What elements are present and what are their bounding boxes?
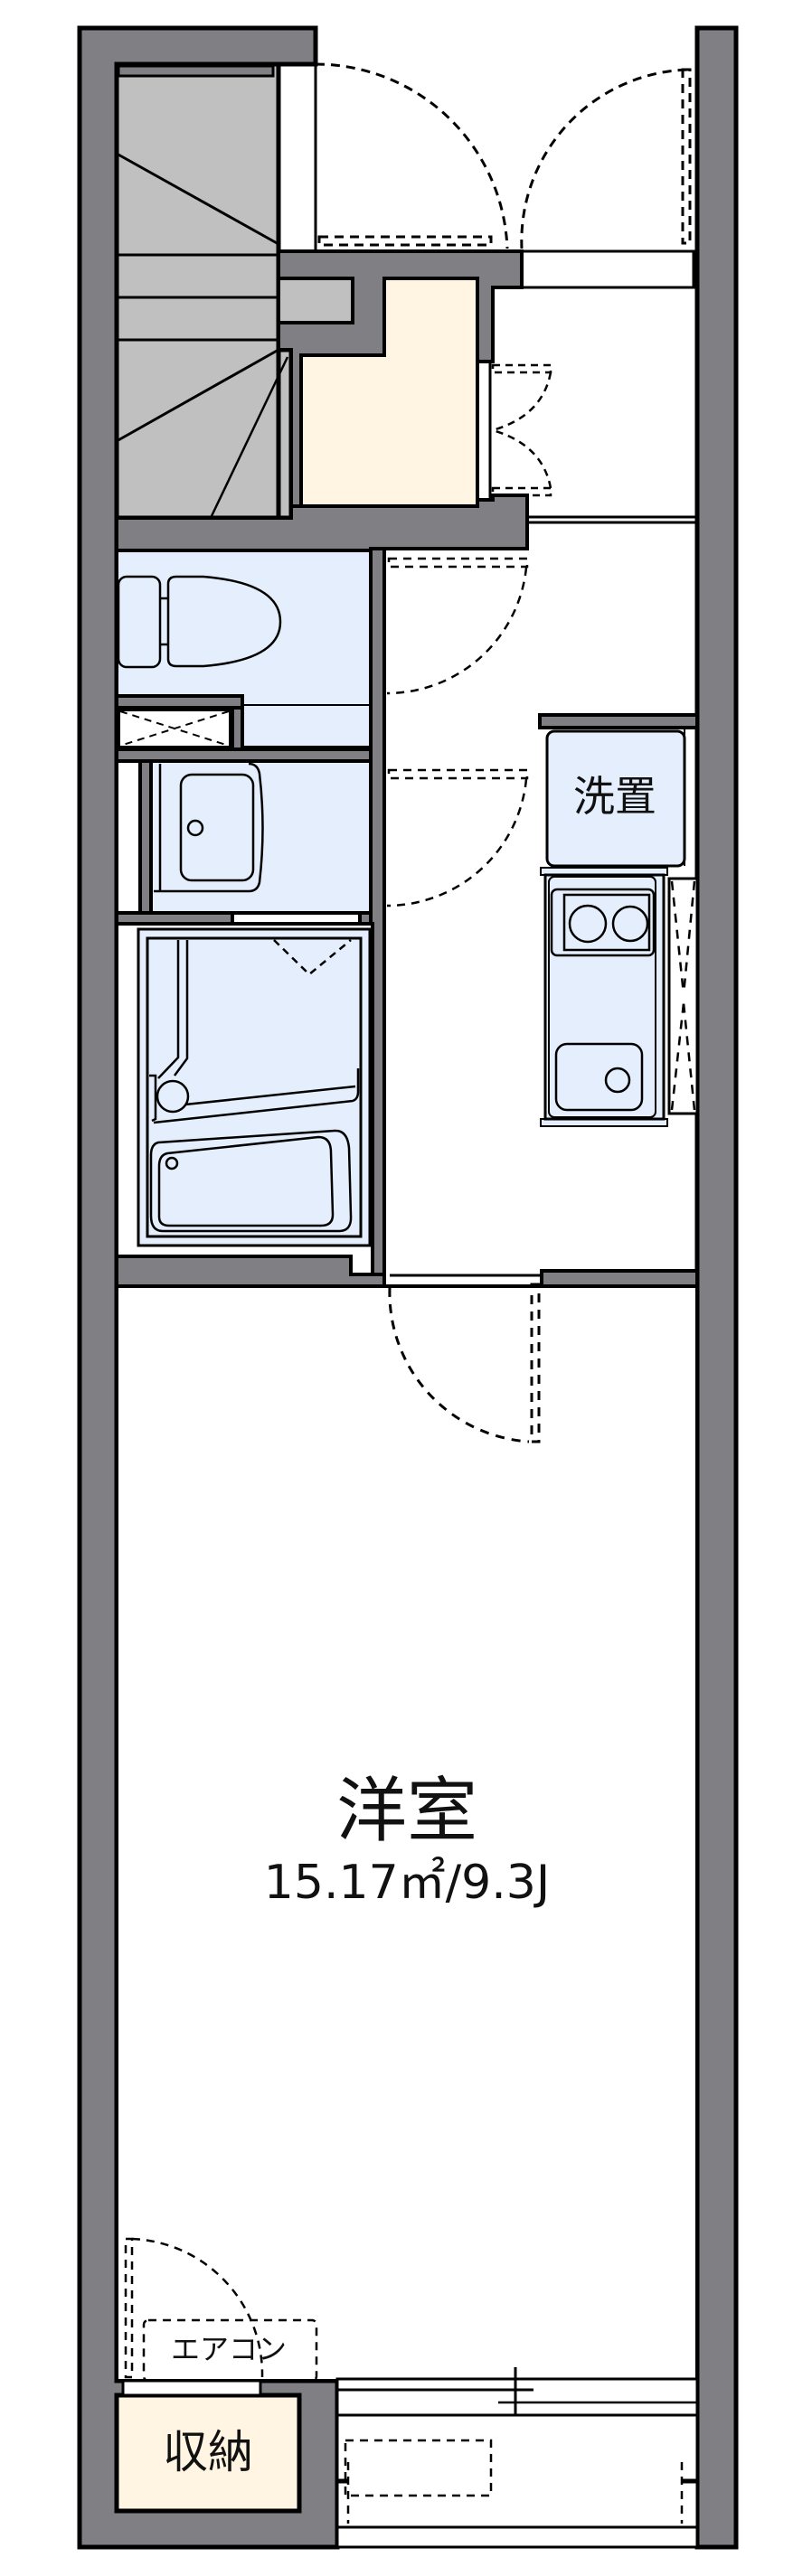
laundry-space: 洗置 bbox=[545, 728, 686, 868]
air-conditioner: エアコン bbox=[142, 2318, 318, 2383]
storage-label: 収納 bbox=[163, 2426, 253, 2478]
entry-door[interactable] bbox=[520, 68, 692, 249]
pipe-shaft bbox=[117, 708, 232, 749]
window bbox=[335, 2367, 699, 2426]
bathroom bbox=[115, 922, 374, 1276]
bathtub-icon bbox=[149, 940, 360, 1233]
refrigerator-space bbox=[667, 877, 699, 1115]
front-door[interactable] bbox=[315, 62, 509, 249]
laundry-label: 洗置 bbox=[573, 772, 656, 821]
western-room: 洋室 15.17㎡/9.3J bbox=[115, 1283, 699, 2383]
room-area: 15.17㎡/9.3J bbox=[264, 1856, 550, 1910]
toilet-icon bbox=[117, 575, 282, 669]
room-door[interactable] bbox=[388, 1283, 541, 1443]
outer-walls bbox=[77, 25, 739, 2550]
bath-drain-mark bbox=[273, 939, 352, 976]
stairs bbox=[114, 61, 294, 521]
closet bbox=[299, 277, 552, 508]
washbasin-icon bbox=[154, 762, 264, 893]
toilet-door[interactable] bbox=[386, 557, 529, 695]
storage: 収納 bbox=[114, 2237, 302, 2514]
room-name: 洋室 bbox=[336, 1771, 477, 1852]
washroom bbox=[115, 759, 529, 926]
right-wall bbox=[694, 25, 739, 2550]
toilet-room bbox=[115, 549, 529, 749]
storage-door[interactable] bbox=[124, 2237, 264, 2379]
kitchen bbox=[540, 867, 699, 1127]
entrance bbox=[277, 62, 697, 289]
stove-icon bbox=[550, 888, 656, 957]
outdoor-unit bbox=[344, 2439, 684, 2524]
ac-label: エアコン bbox=[171, 2332, 287, 2366]
balcony bbox=[335, 2413, 699, 2549]
closet-door[interactable] bbox=[491, 363, 552, 497]
sink-icon bbox=[554, 1042, 644, 1112]
washroom-door[interactable] bbox=[386, 768, 529, 907]
